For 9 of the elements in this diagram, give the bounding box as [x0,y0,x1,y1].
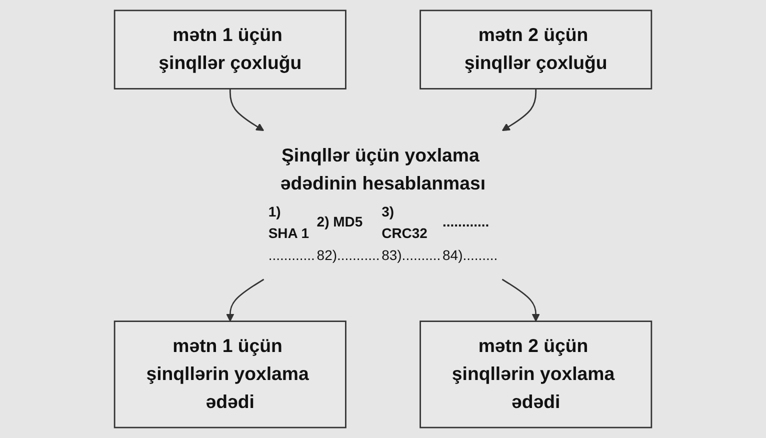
arrow [502,278,540,322]
node-label: Şinqllər üçün yoxlama ədədinin hesablanması [280,146,486,194]
arrow [502,88,537,132]
node-box: mətn 1 üçün şinqllər çoxluğu [114,10,346,90]
arrow [229,88,264,132]
arrow [226,278,264,322]
node-box: mətn 2 üçün şinqllərin yoxlama ədədi [420,320,652,428]
node-box: mətn 2 üçün şinqllər çoxluğu [420,10,652,90]
node-box: mətn 1 üçün şinqllərin yoxlama ədədi [114,320,346,428]
